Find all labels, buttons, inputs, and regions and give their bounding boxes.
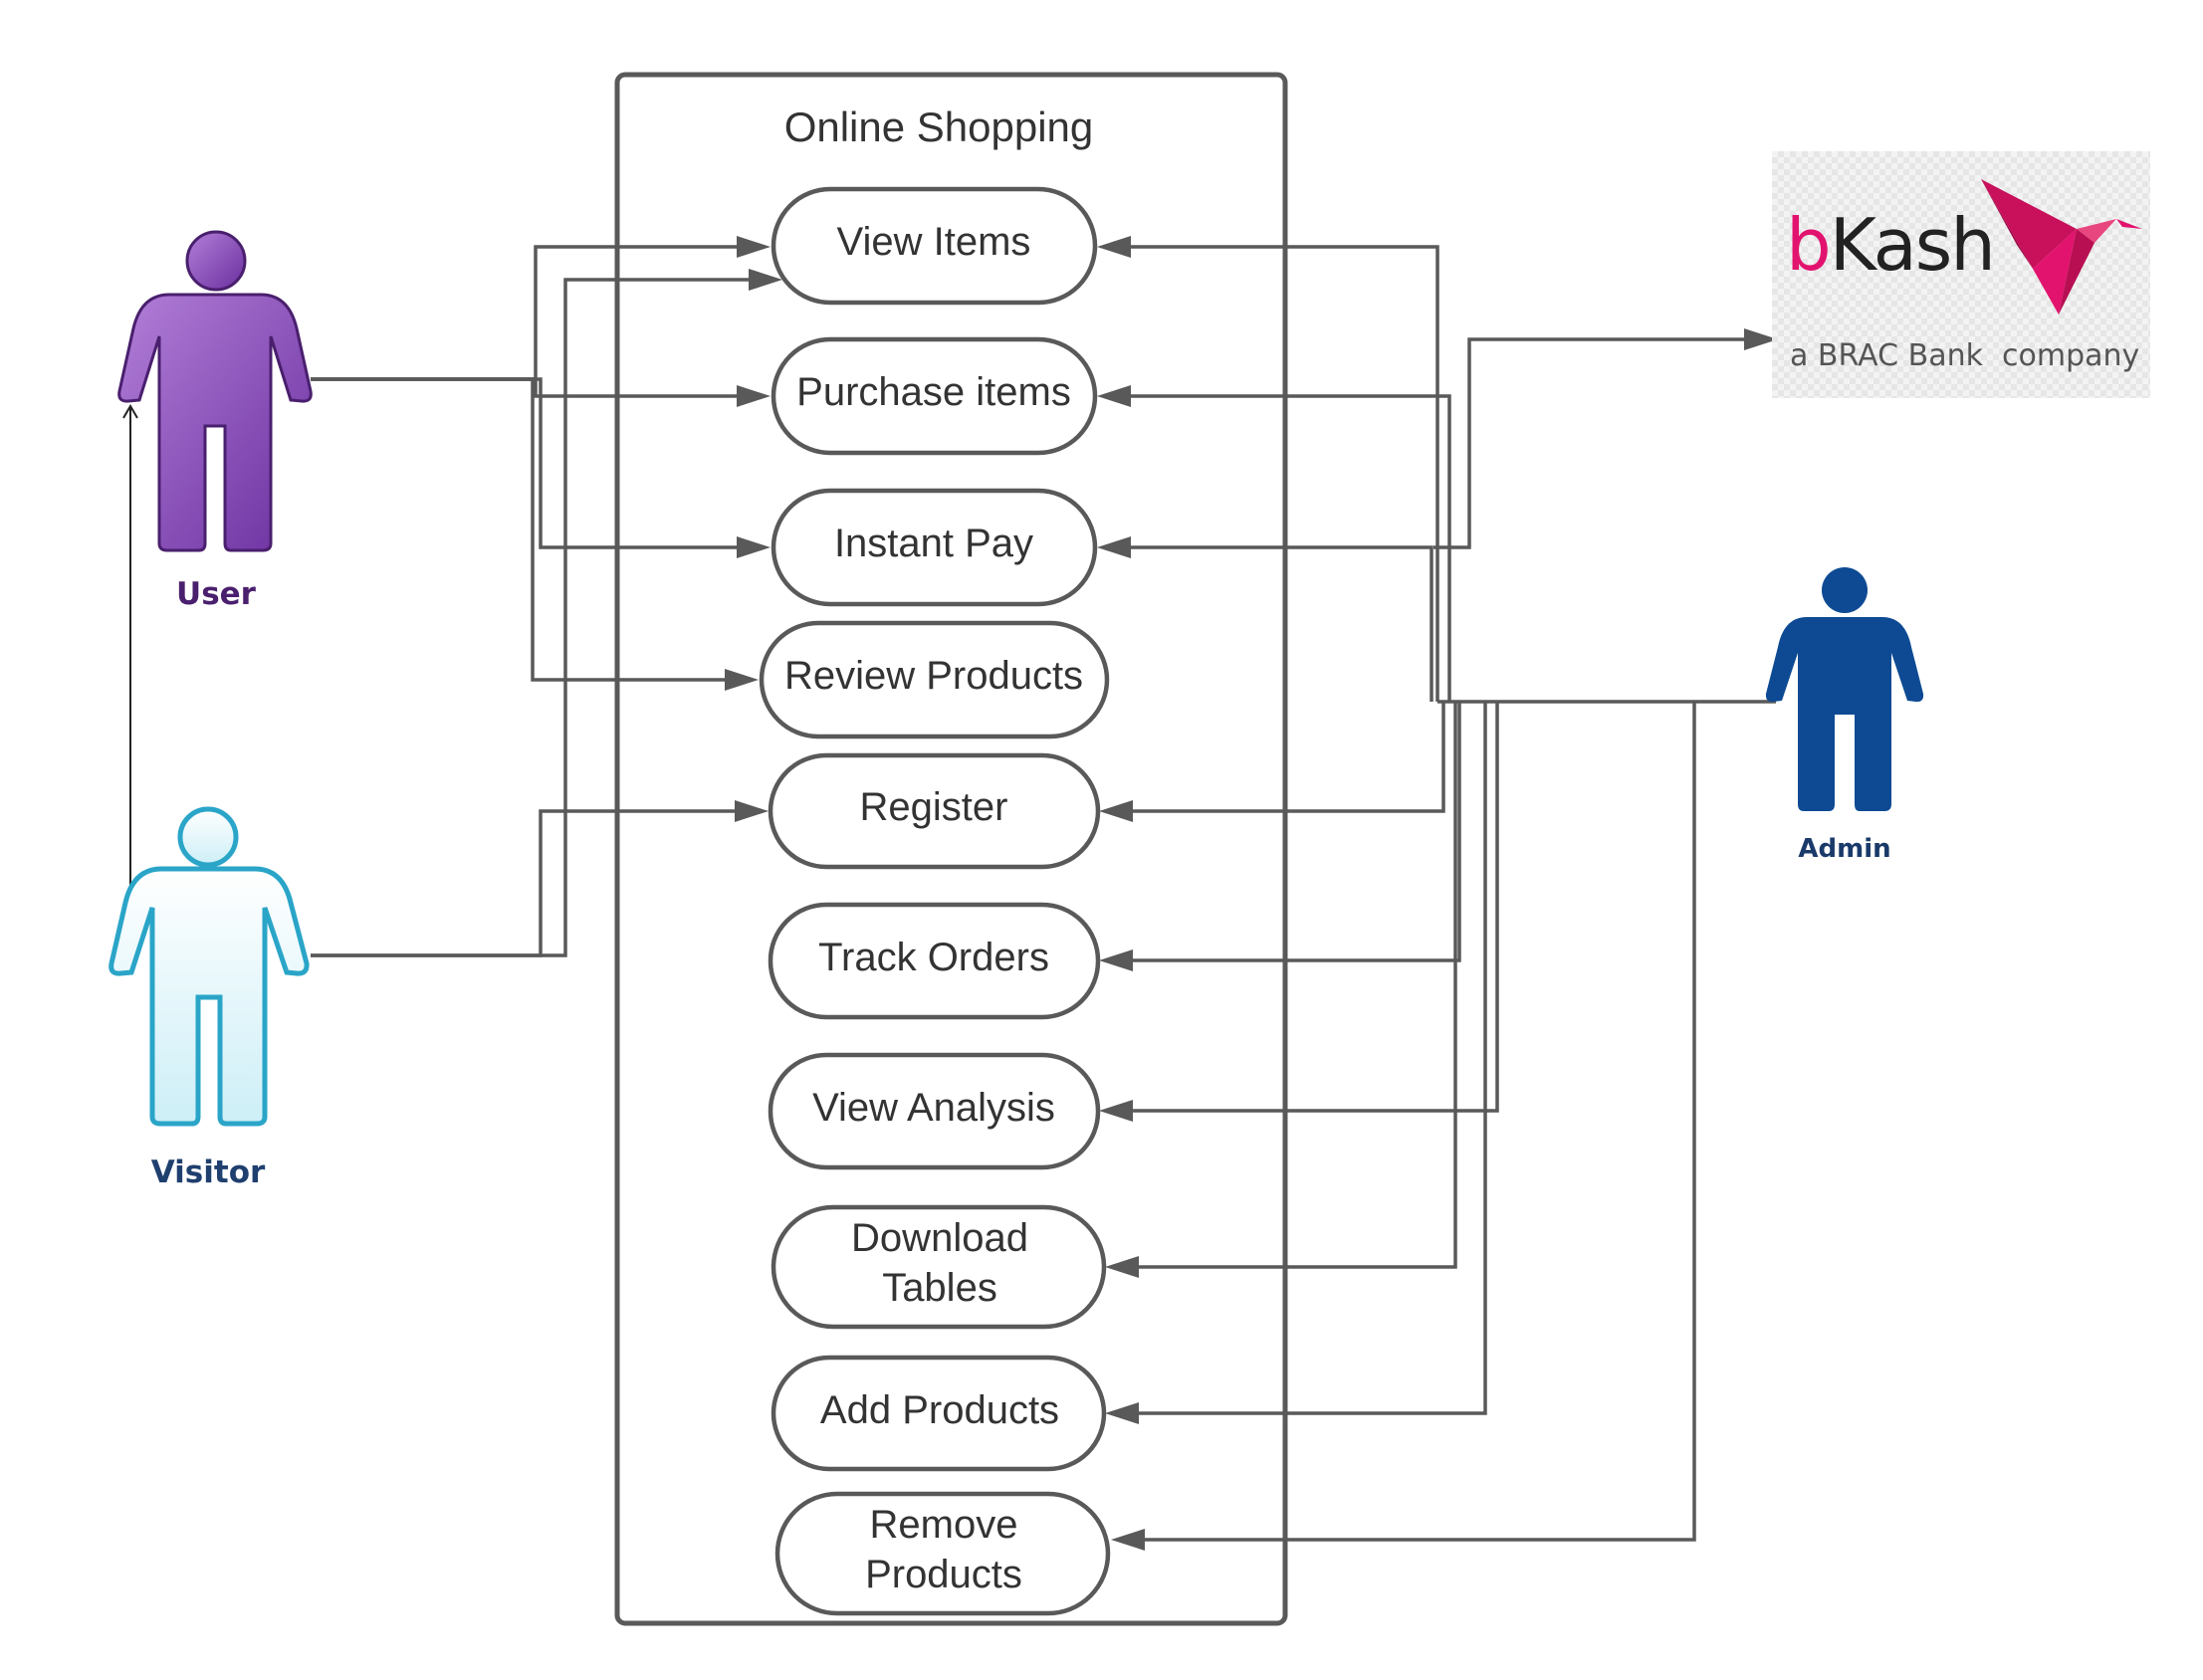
use-case-label: Add Products	[820, 1388, 1059, 1432]
use-case-label: Purchase items	[796, 370, 1071, 414]
actor-admin-label: Admin	[1798, 834, 1890, 864]
arrowhead-admin-view-items	[1097, 236, 1131, 258]
use-case-purchase-items[interactable]: Purchase items	[771, 336, 1098, 456]
connector-admin-track-orders	[1133, 702, 1461, 962]
use-case-view-analysis[interactable]: View Analysis	[768, 1052, 1101, 1170]
connector-admin-view-items	[1131, 245, 1439, 702]
connector-user-visitor-tip-top	[122, 404, 138, 419]
arrowhead-visitor-view-items	[749, 269, 782, 291]
connector-instant-pay-bkash	[1433, 337, 1744, 549]
arrowhead-admin-add-products	[1105, 1402, 1139, 1424]
use-case-label: Review Products	[784, 654, 1083, 698]
connector-admin-add-products	[1139, 702, 1487, 1415]
use-case-label: Track Orders	[818, 936, 1049, 979]
arrowheads	[725, 236, 1778, 1551]
actor-visitor[interactable]: Visitor	[109, 806, 310, 1190]
actor-user-label: User	[176, 576, 257, 612]
arrowhead-admin-track-orders	[1099, 949, 1133, 971]
use-case-label: Instant Pay	[834, 522, 1033, 565]
bkash-wordmark-b: b	[1786, 203, 1832, 287]
connector-user-purchase-items	[311, 377, 737, 398]
admin-figure-icon	[1765, 567, 1924, 811]
actor-admin[interactable]: Admin	[1765, 567, 1924, 864]
use-case-label-line-2: Tables	[882, 1266, 997, 1310]
actor-visitor-label: Visitor	[151, 1155, 266, 1190]
user-figure-icon	[117, 230, 313, 552]
system-title: Online Shopping	[784, 104, 1094, 150]
use-case-review-products[interactable]: Review Products	[759, 620, 1110, 739]
arrowhead-admin-remove-products	[1111, 1529, 1145, 1551]
use-case-label: Register	[860, 785, 1008, 829]
connector-user-review-products	[311, 377, 725, 682]
system-boundary	[614, 72, 1288, 1626]
connector-user-instant-pay	[311, 377, 737, 549]
use-case-label-line-1: Download	[851, 1216, 1028, 1260]
arrowhead-admin-view-analysis	[1099, 1100, 1133, 1122]
bkash-wordmark: bKash	[1786, 203, 1996, 287]
arrowhead-instant-pay-bkash	[1744, 328, 1778, 350]
use-case-track-orders[interactable]: Track Orders	[768, 902, 1101, 1020]
use-case-instant-pay[interactable]: Instant Pay	[771, 488, 1098, 607]
visitor-figure-icon	[109, 806, 310, 1127]
use-cases: View Items Purchase items Instant Pay Re…	[759, 186, 1111, 1616]
arrowhead-user-view-items	[737, 236, 771, 258]
bkash-logo: bKash a BRAC Bank company	[1772, 151, 2150, 398]
connector-admin-purchase-items	[1131, 394, 1451, 702]
connector-admin-download-tables	[1139, 702, 1457, 1269]
use-case-remove-products[interactable]: Remove Products	[774, 1491, 1111, 1616]
connector-visitor-register	[311, 809, 735, 957]
arrowhead-admin-download-tables	[1105, 1256, 1139, 1278]
arrowhead-admin-instant-pay	[1097, 536, 1131, 558]
arrowhead-admin-purchase-items	[1097, 385, 1131, 407]
use-case-label: View Analysis	[812, 1086, 1055, 1130]
arrowhead-visitor-register	[735, 800, 769, 822]
arrowhead-user-review-products	[725, 669, 759, 691]
use-case-label-line-2: Products	[865, 1553, 1022, 1596]
connector-admin-instant-pay	[1131, 545, 1433, 702]
connectors	[122, 245, 1776, 1542]
use-case-label: View Items	[837, 220, 1031, 264]
use-case-view-items[interactable]: View Items	[771, 186, 1098, 306]
use-case-add-products[interactable]: Add Products	[771, 1355, 1107, 1472]
origami-bird-icon	[1981, 179, 2142, 315]
arrowhead-user-instant-pay	[737, 536, 771, 558]
use-case-download-tables[interactable]: Download Tables	[771, 1204, 1107, 1330]
bkash-tagline: a BRAC Bank company	[1790, 338, 2140, 373]
use-case-label-line-1: Remove	[870, 1503, 1018, 1547]
arrowhead-admin-register	[1099, 800, 1133, 822]
connector-user-view-items	[311, 245, 737, 381]
use-case-register[interactable]: Register	[768, 752, 1101, 870]
arrowhead-user-purchase-items	[737, 385, 771, 407]
actor-user[interactable]: User	[117, 230, 313, 612]
connector-admin-register	[1133, 702, 1445, 813]
connector-admin-view-analysis	[1133, 702, 1499, 1113]
connector-admin-remove-products	[1145, 702, 1696, 1542]
